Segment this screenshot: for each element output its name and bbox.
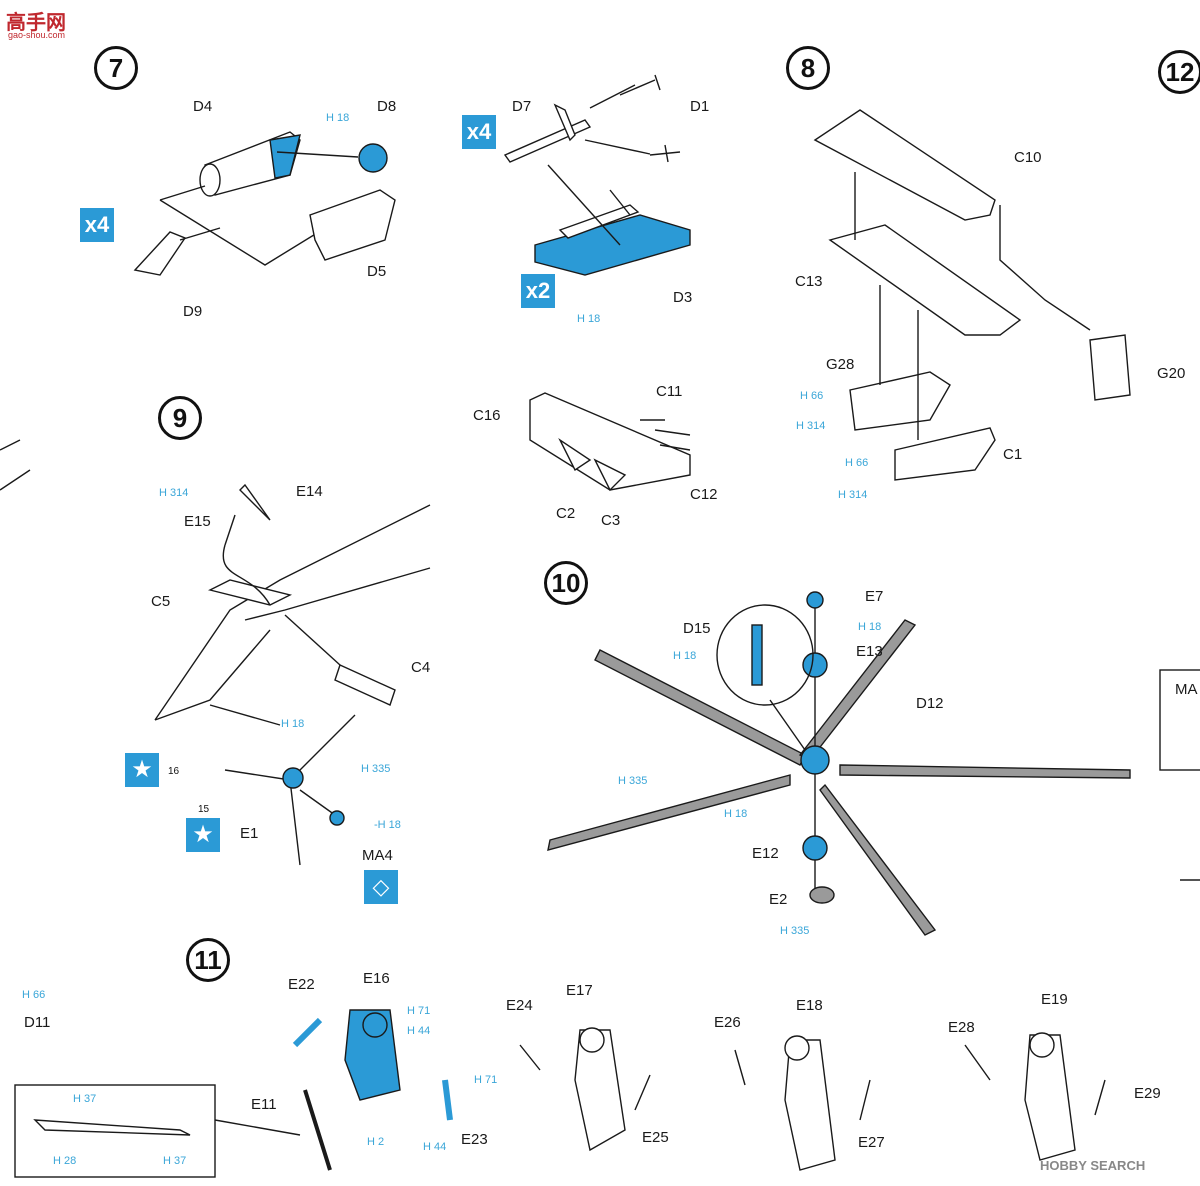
paint-callout: H 314 — [838, 489, 868, 501]
part-D5: D5 — [367, 263, 387, 280]
part-D1: D1 — [690, 98, 710, 115]
part-D4: D4 — [193, 98, 213, 115]
part-D12: D12 — [916, 695, 944, 712]
part-E26: E26 — [714, 1014, 741, 1031]
paint-callout: H 66 — [22, 989, 46, 1001]
paint-callout: H 28 — [53, 1155, 77, 1167]
decal-16-label: 16 — [168, 766, 180, 777]
diamond-decal-icon: ◇ — [364, 870, 398, 904]
paint-callout: H 314 — [796, 420, 826, 432]
part-MA4: MA4 — [362, 847, 393, 864]
paint-callout: H 71 — [407, 1005, 431, 1017]
part-E1: E1 — [240, 825, 259, 842]
decal-15-label: 15 — [198, 804, 210, 815]
paint-callout: H 18 — [673, 650, 697, 662]
part-C16: C16 — [473, 407, 501, 424]
qty-x4-badge: x4 — [80, 208, 114, 242]
step-10-badge: 10 — [544, 561, 588, 605]
part-E7: E7 — [865, 588, 884, 605]
part-E11: E11 — [251, 1096, 277, 1113]
step-11-badge: 11 — [186, 938, 230, 982]
part-C1: C1 — [1003, 446, 1023, 463]
paint-callout: H 18 — [858, 621, 882, 633]
part-G28: G28 — [826, 356, 855, 373]
paint-callout: H 18 — [326, 112, 350, 124]
part-E19: E19 — [1041, 991, 1068, 1008]
step10-rotor-drawing — [547, 591, 1131, 936]
step11-figures-drawing — [14, 1009, 1106, 1178]
part-E17: E17 — [566, 982, 593, 999]
part-E25: E25 — [642, 1129, 669, 1146]
paint-callout: H 18 — [281, 718, 305, 730]
part-E12: E12 — [752, 845, 779, 862]
paint-callout: H 37 — [73, 1093, 97, 1105]
part-D15: D15 — [683, 620, 711, 637]
part-D3: D3 — [673, 289, 693, 306]
part-D7: D7 — [512, 98, 532, 115]
part-C5: C5 — [151, 593, 171, 610]
part-E16: E16 — [363, 970, 390, 987]
part-E2: E2 — [769, 891, 788, 908]
step7-missile-drawing — [503, 74, 691, 276]
part-D11: D11 — [24, 1014, 51, 1031]
part-C2: C2 — [556, 505, 576, 522]
paint-callout: H 335 — [618, 775, 648, 787]
part-E24: E24 — [506, 997, 533, 1014]
star-decal-icon-2: ★ — [186, 818, 220, 852]
part-E23: E23 — [461, 1131, 488, 1148]
step-7-badge: 7 — [94, 46, 138, 90]
part-C4: C4 — [411, 659, 431, 676]
paint-callout: H 335 — [780, 925, 810, 937]
part-C11: C11 — [656, 383, 683, 400]
qty-x4-badge-missile: x4 — [462, 115, 496, 149]
qty-x2-badge: x2 — [521, 274, 555, 308]
part-C3: C3 — [601, 512, 621, 529]
part-E29: E29 — [1134, 1085, 1161, 1102]
step-8-badge: 8 — [786, 46, 830, 90]
paint-callout: H 44 — [407, 1025, 431, 1037]
part-E28: E28 — [948, 1019, 975, 1036]
paint-callout: H 66 — [845, 457, 869, 469]
paint-callout: -H 18 — [374, 819, 401, 831]
site-logo-sub: gao-shou.com — [8, 30, 66, 40]
paint-callout: H 66 — [800, 390, 824, 402]
paint-callout: H 44 — [423, 1141, 447, 1153]
step7-pylon-drawing — [529, 392, 691, 492]
site-logo: 高手网 — [6, 12, 66, 34]
paint-callout: H 18 — [577, 313, 601, 325]
part-E27: E27 — [858, 1134, 885, 1151]
paint-callout: H 314 — [159, 487, 189, 499]
part-D9: D9 — [183, 303, 203, 320]
part-E13: E13 — [856, 643, 883, 660]
step-12-badge: 12 — [1158, 50, 1200, 94]
part-C12: C12 — [690, 486, 718, 503]
step7-engine-drawing — [133, 131, 396, 276]
star-decal-icon: ★ — [125, 753, 159, 787]
paint-callout: H 335 — [361, 763, 391, 775]
paint-callout: H 2 — [367, 1136, 385, 1148]
step-9-badge: 9 — [158, 396, 202, 440]
paint-callout: H 37 — [163, 1155, 187, 1167]
part-E15: E15 — [184, 513, 211, 530]
part-E14: E14 — [296, 483, 323, 500]
part-E22: E22 — [288, 976, 315, 993]
hobby-search-watermark: HOBBY SEARCH — [1040, 1158, 1146, 1173]
part-D8: D8 — [377, 98, 397, 115]
step9-tail-drawing — [154, 483, 431, 866]
part-C10: C10 — [1014, 149, 1042, 166]
paint-callout: H 71 — [474, 1074, 498, 1086]
part-G20: G20 — [1157, 365, 1186, 382]
paint-callout: H 18 — [724, 808, 748, 820]
part-C13: C13 — [795, 273, 823, 290]
part-E18: E18 — [796, 997, 823, 1014]
step8-wing-drawing — [813, 109, 1131, 481]
part-MA: MA — [1175, 681, 1198, 698]
